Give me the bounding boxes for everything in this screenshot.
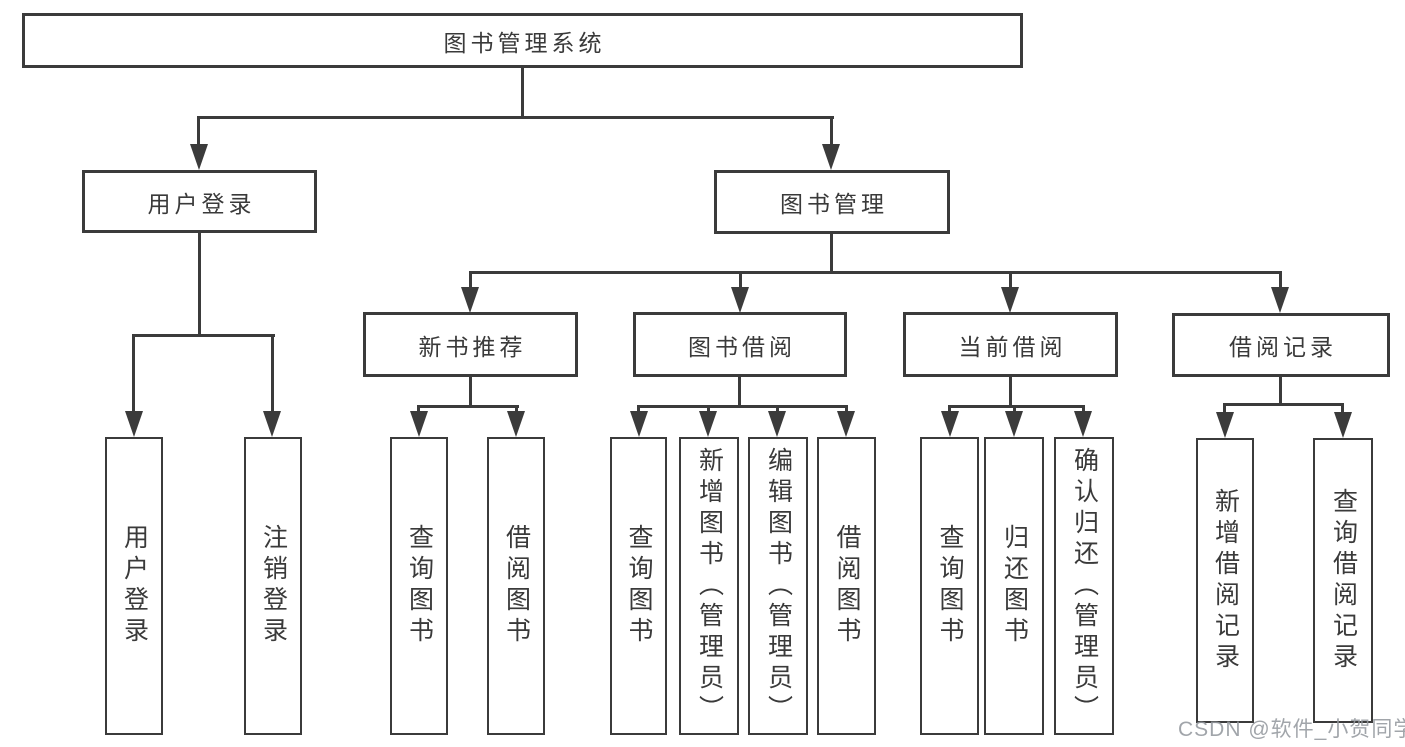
connector-shaft: [1009, 271, 1012, 293]
connector-user-login-horizontal: [132, 334, 275, 337]
connector-shaft: [132, 334, 135, 416]
connector-vertical: [738, 375, 741, 408]
leaf-return-books: 归还图书: [984, 437, 1044, 735]
node-user-login-label: 用户登录: [147, 190, 256, 217]
leaf-label: 注销登录: [259, 524, 288, 648]
leaf-edit-books-admin: 编辑图书（管理员）: [748, 437, 808, 735]
leaf-add-books-admin: 新增图书（管理员）: [679, 437, 739, 735]
leaf-borrow-books: 借阅图书: [817, 437, 876, 735]
leaf-query-borrow-record: 查询借阅记录: [1313, 438, 1373, 723]
arrow-down: [461, 287, 479, 313]
leaf-label: 借阅图书: [833, 524, 861, 648]
connector-book-mgmt-horizontal: [469, 271, 1282, 274]
node-current-borrow: 当前借阅: [903, 312, 1118, 377]
csdn-watermark: CSDN @软件_小贺同学: [1178, 718, 1405, 741]
arrow-down: [630, 411, 648, 437]
connector-horizontal: [637, 405, 848, 408]
arrow-down: [1334, 412, 1352, 438]
leaf-label: 用户登录: [120, 524, 149, 648]
leaf-label: 查询借阅记录: [1329, 487, 1358, 674]
leaf-label: 查询图书: [405, 524, 434, 648]
leaf-logout: 注销登录: [244, 437, 302, 735]
arrow-down: [507, 411, 525, 437]
node-root-label: 图书管理系统: [443, 29, 606, 56]
arrow-down: [1216, 412, 1234, 438]
leaf-label: 借阅图书: [502, 524, 531, 648]
arrow-down: [1271, 287, 1289, 313]
connector-shaft: [830, 116, 833, 148]
arrow-down: [1005, 411, 1023, 437]
connector-shaft: [469, 271, 472, 293]
leaf-label: 查询图书: [936, 524, 964, 648]
connector-vertical: [469, 375, 472, 408]
arrow-down: [1074, 411, 1092, 437]
connector-vertical: [1009, 375, 1012, 408]
node-book-borrow: 图书借阅: [633, 312, 847, 377]
connector-user-login-vertical: [198, 231, 201, 337]
node-new-book-recommend: 新书推荐: [363, 312, 578, 377]
leaf-user-login: 用户登录: [105, 437, 163, 735]
connector-vertical: [1279, 375, 1282, 406]
node-new-book-recommend-label: 新书推荐: [418, 333, 527, 360]
node-book-management-label: 图书管理: [780, 191, 888, 217]
node-borrow-records: 借阅记录: [1172, 313, 1390, 377]
connector-shaft: [739, 271, 742, 293]
leaf-label: 新增借阅记录: [1211, 487, 1240, 674]
leaf-query-books-current: 查询图书: [920, 437, 979, 735]
arrow-down: [190, 144, 208, 170]
connector-horizontal: [417, 405, 519, 408]
leaf-label: 编辑图书（管理员）: [764, 446, 793, 726]
connector-shaft: [1341, 403, 1344, 415]
leaf-add-borrow-record: 新增借阅记录: [1196, 438, 1254, 723]
arrow-down: [768, 411, 786, 437]
arrow-down: [699, 411, 717, 437]
connector-horizontal: [948, 405, 1085, 408]
connector-horizontal: [1223, 403, 1344, 406]
connector-shaft: [1223, 403, 1226, 415]
arrow-down: [731, 287, 749, 313]
leaf-query-books-borrow: 查询图书: [610, 437, 667, 735]
leaf-confirm-return-admin: 确认归还（管理员）: [1054, 437, 1114, 735]
connector-root-vertical: [521, 66, 524, 118]
node-book-management: 图书管理: [714, 170, 950, 234]
arrow-down: [263, 411, 281, 437]
connector-book-mgmt-vertical: [830, 232, 833, 274]
connector-root-horizontal: [197, 116, 834, 119]
node-current-borrow-label: 当前借阅: [958, 333, 1067, 360]
leaf-label: 归还图书: [1000, 524, 1029, 648]
leaf-borrow-books-recommend: 借阅图书: [487, 437, 545, 735]
leaf-label: 查询图书: [625, 524, 653, 648]
arrow-down: [822, 144, 840, 170]
arrow-down: [1001, 287, 1019, 313]
node-book-borrow-label: 图书借阅: [688, 333, 796, 360]
leaf-label: 新增图书（管理员）: [695, 446, 724, 726]
node-user-login: 用户登录: [82, 170, 317, 233]
arrow-down: [125, 411, 143, 437]
connector-shaft: [1279, 271, 1282, 293]
leaf-query-books-recommend: 查询图书: [390, 437, 448, 735]
arrow-down: [837, 411, 855, 437]
node-root: 图书管理系统: [22, 13, 1023, 68]
node-borrow-records-label: 借阅记录: [1229, 334, 1337, 360]
leaf-label: 确认归还（管理员）: [1070, 446, 1099, 726]
connector-shaft: [271, 334, 274, 416]
connector-shaft: [197, 116, 200, 148]
arrow-down: [941, 411, 959, 437]
arrow-down: [410, 411, 428, 437]
